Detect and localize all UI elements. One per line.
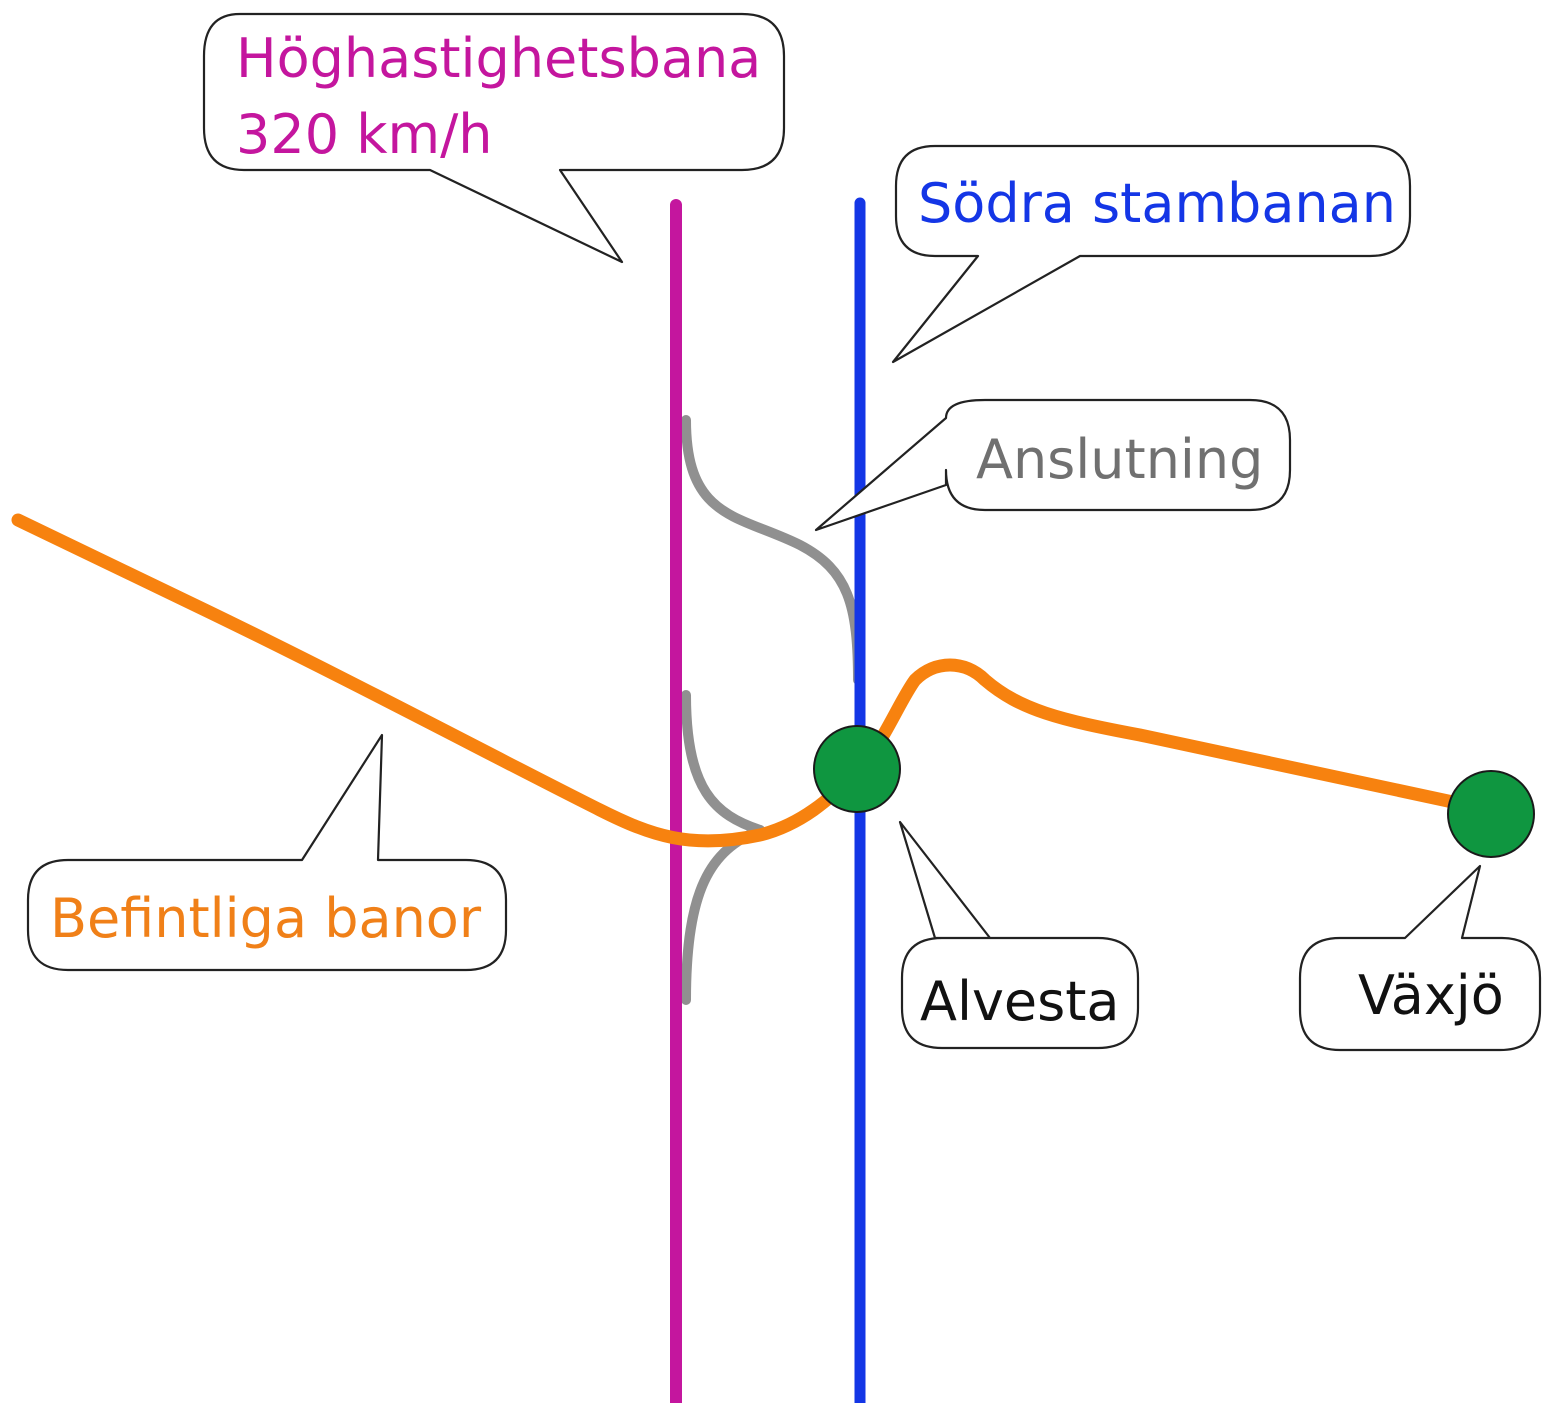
station-vaxjo-marker (1447, 770, 1535, 858)
connection-curve-lower-north (681, 690, 765, 835)
connection-curve-lower-south (681, 825, 765, 1005)
existing-line (11, 513, 1497, 848)
high-speed-callout (202, 12, 786, 264)
existing-lines-callout (26, 733, 508, 972)
southern-main-line-label: Södra stambanan (918, 172, 1396, 235)
high-speed-label-line2: 320 km/h (236, 103, 493, 166)
connection-curve-upper (681, 415, 863, 685)
southern-main-line-callout (891, 144, 1412, 364)
station-alvesta-label: Alvesta (920, 970, 1120, 1033)
station-vaxjo-callout (1298, 864, 1542, 1052)
station-alvesta-marker (813, 725, 901, 813)
connection-callout (814, 398, 1292, 532)
station-vaxjo-label: Växjö (1358, 964, 1504, 1027)
existing-lines-label: Befintliga banor (50, 887, 482, 950)
connection-label: Anslutning (976, 428, 1263, 491)
station-alvesta-callout (898, 820, 1140, 1050)
high-speed-label-line1: Höghastighetsbana (236, 27, 761, 90)
